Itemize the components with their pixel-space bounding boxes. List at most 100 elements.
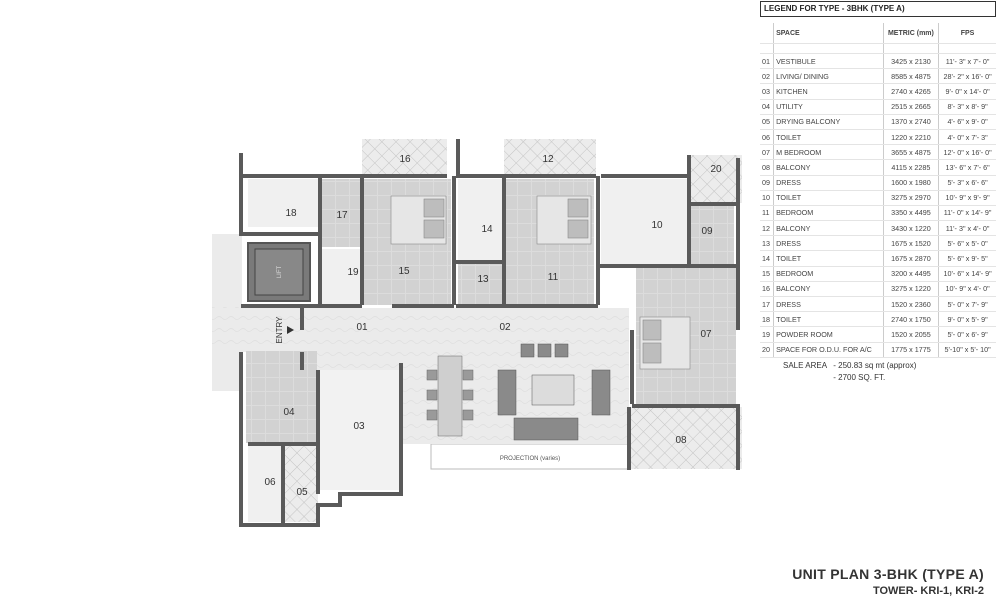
room-14	[458, 179, 504, 261]
legend-cell-metric: 1220 x 2210	[883, 129, 940, 146]
room-label: 17	[336, 210, 348, 221]
legend-cell-fps: 5'- 3" x 6'- 6"	[938, 175, 996, 191]
legend-title: LEGEND FOR TYPE - 3BHK (TYPE A)	[760, 1, 996, 17]
balcony-12	[504, 139, 596, 175]
legend-cell-fps: 4'- 6" x 9'- 0"	[938, 114, 996, 130]
legend-cell-fps: 28'- 2" x 16'- 0"	[938, 68, 996, 85]
legend-cell-no: 02	[760, 68, 775, 85]
projection-label: PROJECTION (varies)	[500, 456, 560, 462]
legend-cell-space: VESTIBULE	[773, 53, 884, 70]
legend-cell-metric: 3200 x 4495	[883, 266, 940, 282]
walls	[239, 139, 740, 527]
legend-cell-metric: 1520 x 2360	[883, 296, 940, 313]
legend-cell-fps: 5'- 6" x 5'- 0"	[938, 235, 996, 252]
legend-cell-space: BEDROOM	[773, 205, 884, 222]
legend-cell-no: 03	[760, 83, 775, 100]
legend-cell-metric: 1520 x 2055	[883, 326, 940, 343]
bed-15	[390, 195, 447, 245]
room-label: 13	[477, 274, 489, 285]
sale-area-sqft: - 2700 SQ. FT.	[833, 373, 886, 382]
room-09	[691, 204, 734, 264]
legend-cell-metric: 4115 x 2285	[883, 159, 940, 176]
drying-balcony-05	[283, 444, 318, 522]
room-10	[601, 179, 689, 264]
entry-label: ENTRY	[275, 316, 284, 344]
balcony-16	[362, 139, 447, 177]
room-03	[320, 370, 401, 490]
legend-cell-space: BALCONY	[773, 220, 884, 237]
room-label: 06	[264, 477, 276, 488]
room-label: 04	[283, 407, 295, 418]
legend-cell-metric: 2740 x 1750	[883, 311, 940, 328]
legend-cell-no: 14	[760, 250, 775, 267]
legend-cell-space: BALCONY	[773, 159, 884, 176]
legend-cell-space: TOILET	[773, 311, 884, 328]
legend-cell-space: DRYING BALCONY	[773, 114, 884, 130]
legend-cell-fps: 4'- 0" x 7'- 3"	[938, 129, 996, 146]
legend-cell-no: 10	[760, 190, 775, 206]
legend-cell-no: 06	[760, 129, 775, 146]
balcony-08	[629, 407, 742, 469]
room-17	[322, 179, 362, 247]
room-label: 18	[285, 208, 297, 219]
room-13	[458, 263, 504, 305]
legend-cell-no: 15	[760, 266, 775, 282]
legend-cell-metric: 2740 x 4265	[883, 83, 940, 100]
header-space: SPACE	[773, 23, 884, 44]
lift-label: LIFT	[277, 266, 283, 279]
room-label: 10	[651, 220, 663, 231]
legend-cell-fps: 5'- 6" x 9'- 5"	[938, 250, 996, 267]
legend-cell-no: 08	[760, 159, 775, 176]
legend-cell-no: 11	[760, 205, 775, 222]
header-metric: METRIC (mm)	[883, 23, 940, 44]
bed-11	[536, 195, 592, 245]
sale-area-label: SALE AREA	[783, 361, 828, 370]
room-label: 15	[398, 266, 410, 277]
legend-cell-no: 07	[760, 144, 775, 161]
legend-cell-space: DRESS	[773, 175, 884, 191]
legend-cell-space: UTILITY	[773, 99, 884, 115]
room-06	[248, 444, 283, 522]
legend-cell-space: POWDER ROOM	[773, 326, 884, 343]
room-label: 07	[700, 329, 712, 340]
legend-cell-no: 18	[760, 311, 775, 328]
legend-cell-space: BALCONY	[773, 281, 884, 298]
legend-cell-fps: 10'- 6" x 14'- 9"	[938, 266, 996, 282]
legend-cell-metric: 3655 x 4875	[883, 144, 940, 161]
legend-cell-metric: 3275 x 1220	[883, 281, 940, 298]
legend-header-row: SPACE METRIC (mm) FPS	[760, 23, 996, 44]
plan-title: UNIT PLAN 3-BHK (TYPE A)	[792, 566, 984, 582]
room-label: 20	[710, 164, 722, 175]
legend-cell-no: 16	[760, 281, 775, 298]
legend-cell-metric: 3430 x 1220	[883, 220, 940, 237]
legend-cell-metric: 1775 x 1775	[883, 342, 940, 358]
legend-cell-no: 13	[760, 235, 775, 252]
legend-cell-space: DRESS	[773, 235, 884, 252]
legend-cell-metric: 3425 x 2130	[883, 53, 940, 70]
legend-cell-no: 04	[760, 99, 775, 115]
legend-cell-space: M BEDROOM	[773, 144, 884, 161]
legend-cell-fps: 5'-10" x 5'- 10"	[938, 342, 996, 358]
legend-cell-fps: 10'- 9" x 9'- 9"	[938, 190, 996, 206]
entry-arrow-icon	[287, 326, 294, 334]
room-label: 12	[542, 154, 554, 165]
legend-cell-space: TOILET	[773, 250, 884, 267]
room-04	[246, 351, 317, 443]
legend-cell-fps: 13'- 6" x 7'- 6"	[938, 159, 996, 176]
